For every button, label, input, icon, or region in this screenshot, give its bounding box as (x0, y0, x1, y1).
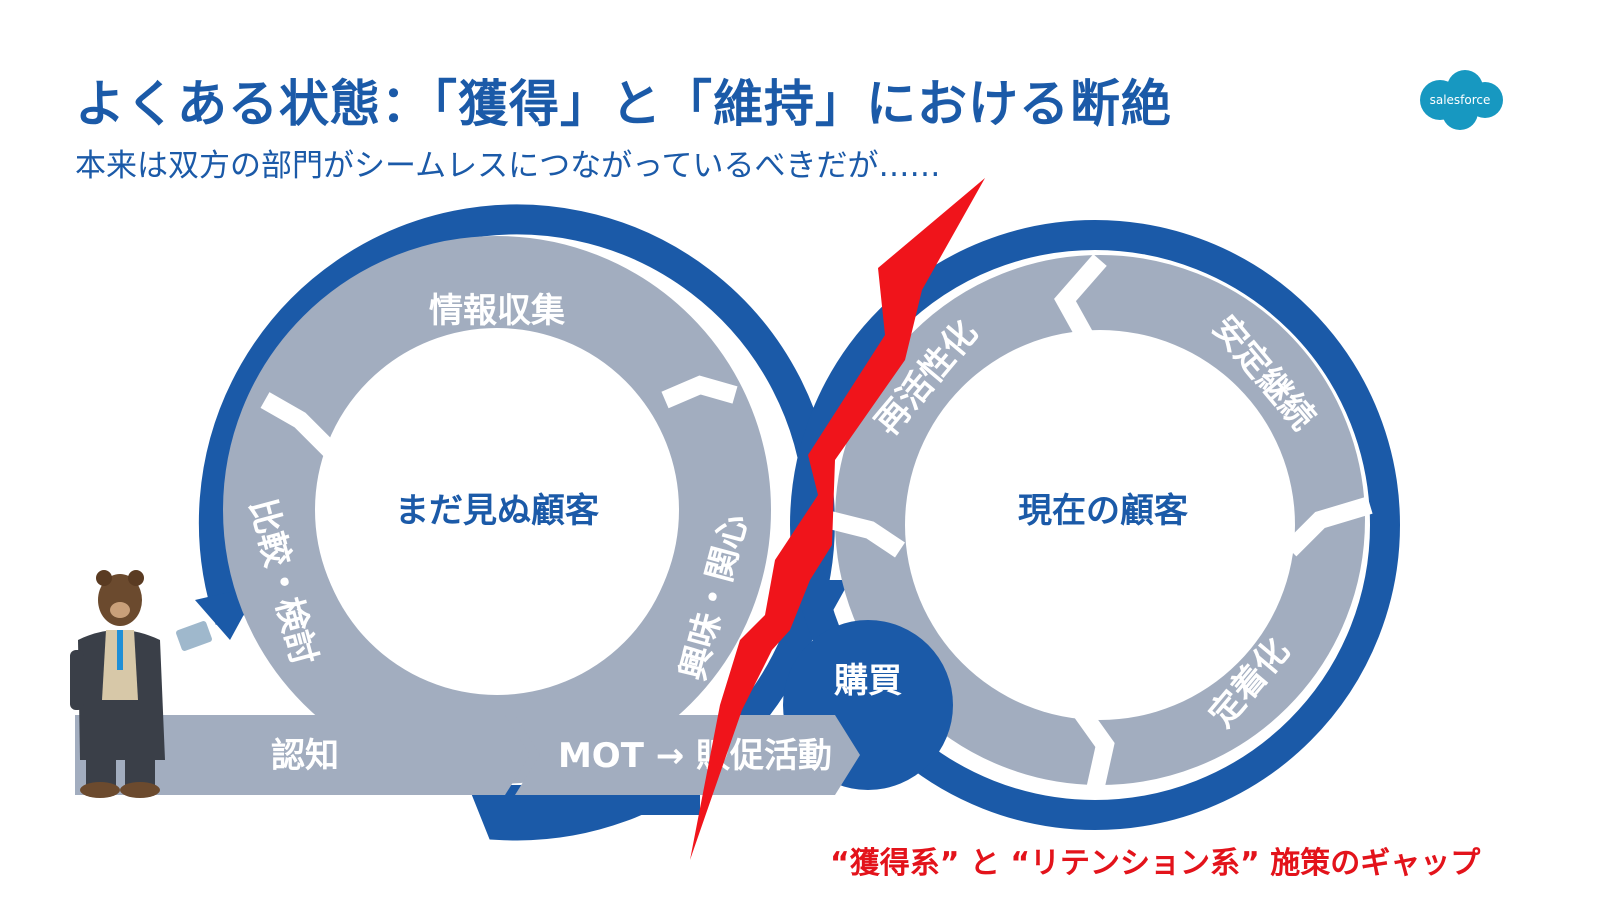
logo-text: salesforce (1430, 93, 1491, 107)
step-awareness: 認知 (271, 736, 339, 776)
left-center-label: まだ見ぬ顧客 (395, 491, 599, 531)
purchase-label: 購買 (834, 661, 902, 701)
stage-info-gathering: 情報収集 (429, 291, 565, 331)
bear-mascot (70, 570, 212, 798)
step-mot-promotion: MOT → 販促活動 (558, 736, 832, 776)
funnel-band: 認知 MOT → 販促活動 購買 (75, 620, 953, 795)
right-center-label: 現在の顧客 (1018, 491, 1188, 531)
page-title: よくある状態：「獲得」と「維持」における断絶 (75, 75, 1172, 133)
page-subtitle: 本来は双方の部門がシームレスにつながっているべきだが…… (75, 148, 941, 184)
salesforce-logo: salesforce (1420, 70, 1503, 130)
gap-caption: “獲得系” と “リテンション系” 施策のギャップ (830, 846, 1481, 881)
right-cycle: 再活性化 安定継続 定着化 現在の顧客 (790, 220, 1400, 830)
right-arrowhead (795, 580, 850, 625)
